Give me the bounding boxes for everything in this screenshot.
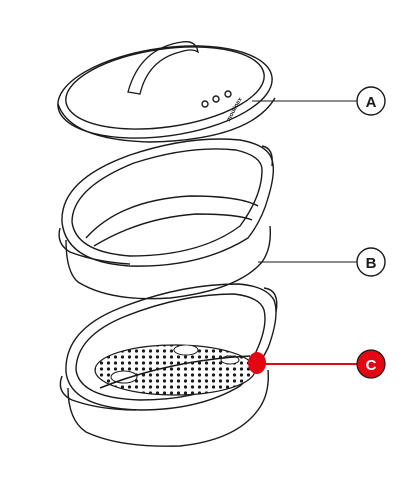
highlight-marker-c	[248, 352, 266, 374]
lid-edge	[57, 97, 276, 143]
lower-basket-handle	[263, 287, 278, 313]
lid: moulinex	[57, 41, 276, 143]
callout-a: A	[356, 86, 386, 116]
upper-steamer-basket	[58, 138, 275, 300]
upper-basket-body	[65, 225, 272, 300]
lower-basket-side-lip	[59, 375, 137, 411]
grid-center-boss	[173, 345, 199, 356]
callout-b-letter: B	[366, 255, 377, 272]
lid-rim-outer	[57, 45, 273, 139]
lid-handle	[127, 41, 199, 95]
callout-c: C	[356, 349, 386, 379]
upper-basket-side-lip	[58, 227, 131, 265]
upper-basket-handle	[261, 145, 273, 167]
lid-vent-dots	[201, 90, 232, 108]
grid-rib	[99, 355, 251, 389]
lower-basket-body	[67, 369, 269, 447]
callout-a-letter: A	[366, 94, 377, 111]
lower-basket-rim-outer	[65, 283, 277, 411]
lower-steamer-basket	[59, 283, 278, 447]
callout-b: B	[356, 247, 386, 277]
upper-basket-inner-floor	[93, 213, 253, 247]
perforated-steam-grid	[94, 344, 256, 396]
lid-brand-mark: moulinex	[226, 96, 244, 123]
callout-c-letter: C	[366, 357, 377, 374]
grid-left-boss	[110, 370, 138, 384]
lower-basket-rim-inner	[75, 293, 266, 401]
upper-basket-rim-inner	[71, 148, 263, 257]
upper-basket-rim-outer	[61, 138, 275, 267]
upper-basket-inner-wall	[85, 195, 259, 239]
